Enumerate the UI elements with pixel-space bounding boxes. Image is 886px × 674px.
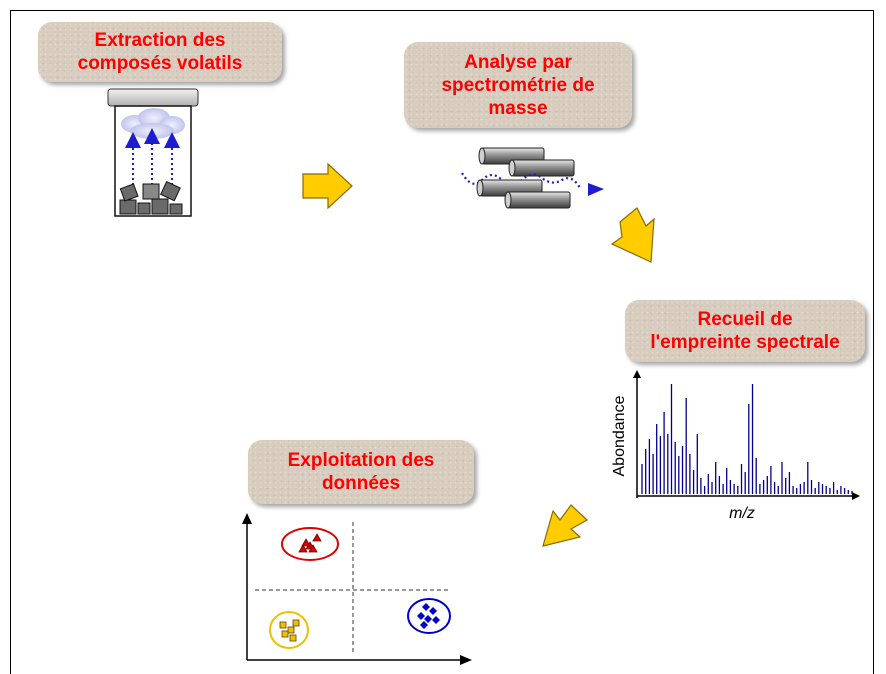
cluster-plot [242,513,472,665]
step-recueil-line2: l'empreinte spectrale [650,332,840,353]
step-extraction-line1: Extraction des [94,30,226,51]
flow-arrow-down-icon [610,207,655,263]
step-exploitation-line1: Exploitation des [287,450,435,471]
step-recueil-line1: Recueil de [697,309,793,330]
spectrum-peaks [641,384,853,494]
cluster-yellow [269,611,309,649]
flow-arrow-down-left-icon [542,504,589,547]
step-box-analyse: Analyse par spectrométrie de masse [404,42,632,128]
spectrum-xlabel: m/z [729,505,755,522]
step-box-exploitation: Exploitation des données [248,440,474,504]
diagram-frame [10,10,874,674]
vial-icon [107,88,199,217]
step-extraction-line2: composés volatils [77,53,243,74]
cluster-red [281,527,339,561]
mass-spectrum: Abondance m/z [611,370,860,522]
quadrupole-icon [461,147,604,209]
step-exploitation-line2: données [321,473,401,494]
step-box-extraction: Extraction des composés volatils [38,22,282,82]
step-analyse-line2: spectrométrie de [441,74,595,96]
flow-arrow-right-icon [302,162,353,210]
spectrum-ylabel: Abondance [611,395,628,476]
step-analyse-line3: masse [488,97,548,119]
cluster-blue [407,598,451,634]
step-analyse-line1: Analyse par [464,51,572,73]
step-box-recueil: Recueil de l'empreinte spectrale [625,300,865,362]
